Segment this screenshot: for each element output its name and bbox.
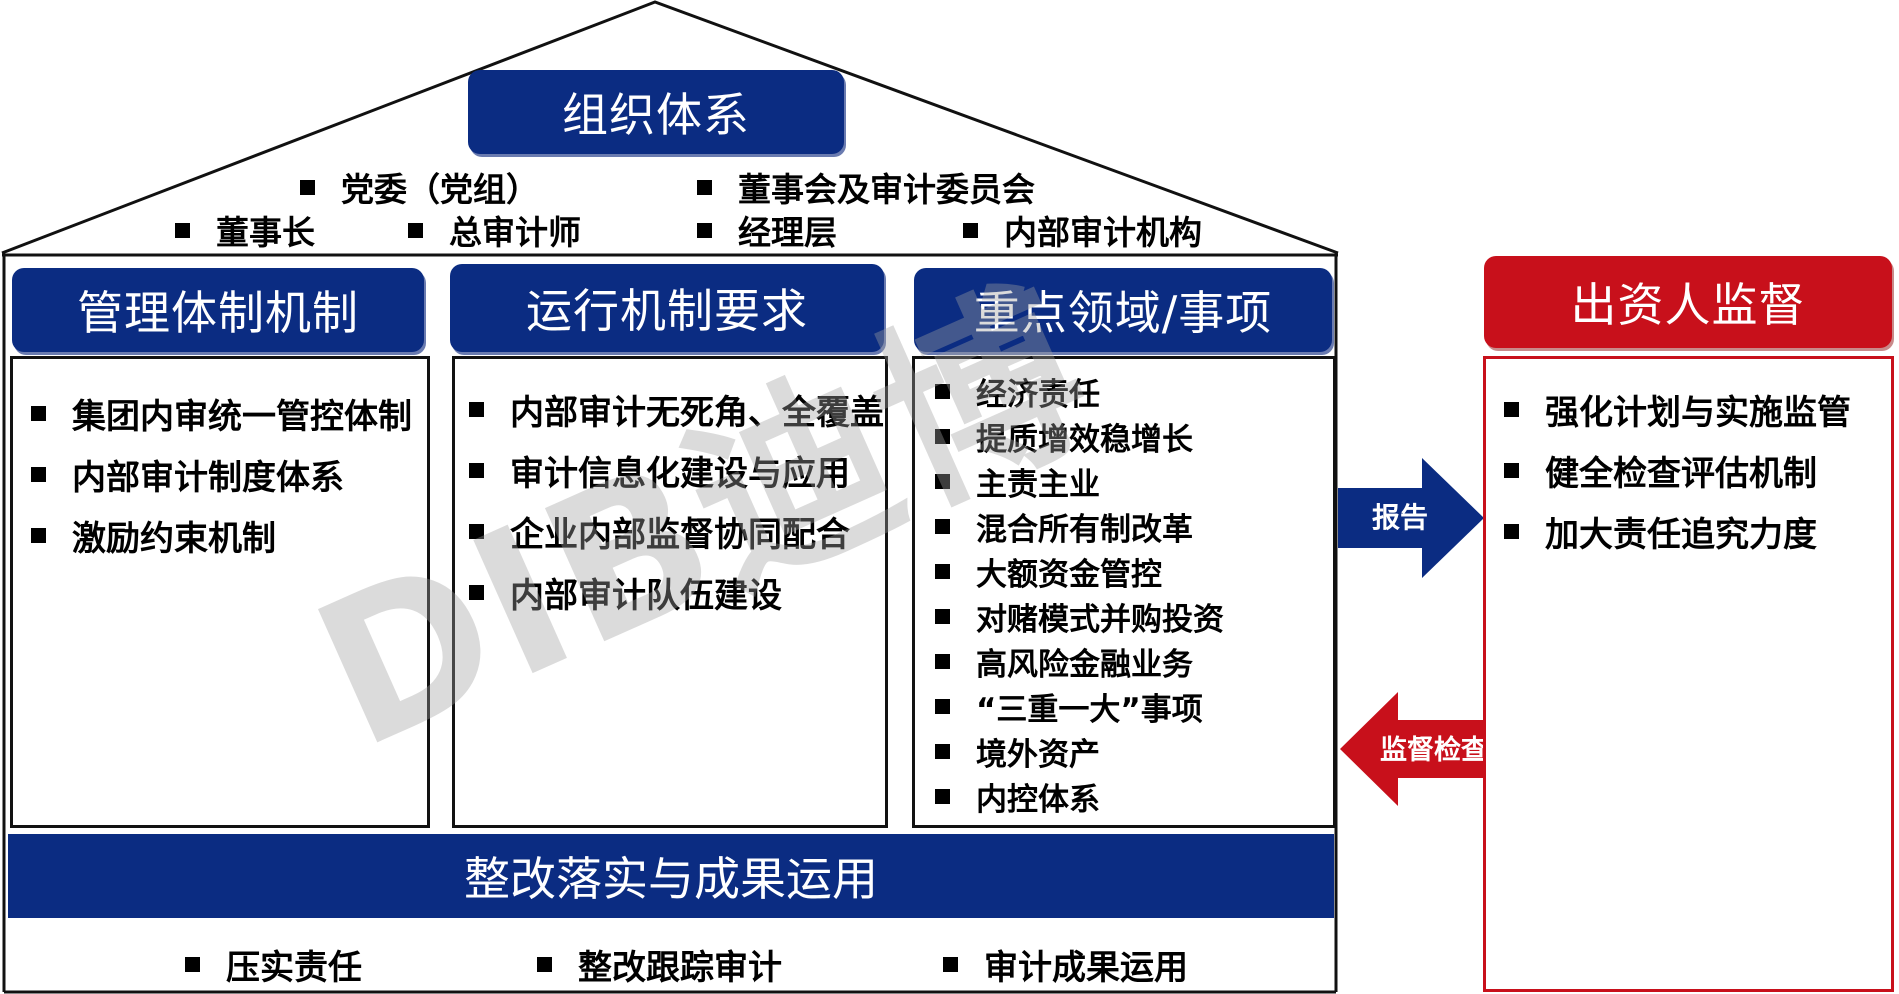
list-item: 内部审计无死角、全覆盖: [469, 379, 885, 440]
bullet-square-icon: [935, 429, 950, 444]
bullet-square-icon: [1504, 463, 1519, 478]
list-item: “三重一大”事项: [935, 684, 1333, 729]
list-item: 内控体系: [935, 774, 1333, 819]
pillar-key-areas-title: 重点领域/事项: [914, 268, 1332, 352]
supervise-label: 监督检查: [1380, 735, 1488, 766]
bullet-square-icon: [697, 179, 712, 195]
bullet-square-icon: [935, 654, 950, 669]
bullet-square-icon: [300, 179, 315, 195]
list-item: 激励约束机制: [31, 505, 427, 566]
bullet-square-icon: [697, 222, 712, 238]
pillar-key-areas-panel: 经济责任 提质增效稳增长 主责主业 混合所有制改革 大额资金管控 对赌模式并购投…: [912, 356, 1336, 828]
pillar-operation-title: 运行机制要求: [450, 264, 884, 352]
roof-item-party-committee: 党委（党组）: [300, 163, 539, 211]
bullet-square-icon: [31, 528, 46, 543]
investor-panel: 强化计划与实施监管 健全检查评估机制 加大责任追究力度: [1483, 356, 1894, 992]
bullet-square-icon: [963, 222, 978, 238]
roof-item-internal-audit-dept: 内部审计机构: [963, 206, 1202, 254]
bullet-square-icon: [469, 402, 484, 417]
base-item-rectification-audit: 整改跟踪审计: [537, 940, 782, 989]
bullet-square-icon: [935, 744, 950, 759]
bullet-square-icon: [408, 222, 423, 238]
bullet-square-icon: [469, 463, 484, 478]
list-item: 高风险金融业务: [935, 639, 1333, 684]
pillar-operation-panel: 内部审计无死角、全覆盖 审计信息化建设与应用 企业内部监督协同配合 内部审计队伍…: [452, 356, 888, 828]
bullet-square-icon: [31, 406, 46, 421]
list-item: 内部审计队伍建设: [469, 562, 885, 623]
list-item: 主责主业: [935, 459, 1333, 504]
roof-item-chairman: 董事长: [175, 206, 315, 254]
roof-item-chief-auditor: 总审计师: [408, 206, 581, 254]
bullet-square-icon: [935, 609, 950, 624]
bullet-square-icon: [935, 564, 950, 579]
supervise-arrow-icon: [1340, 692, 1484, 806]
list-item: 审计信息化建设与应用: [469, 440, 885, 501]
bullet-square-icon: [935, 789, 950, 804]
list-item: 健全检查评估机制: [1504, 440, 1891, 501]
roof-title: 组织体系: [468, 70, 844, 154]
roof-item-management: 经理层: [697, 206, 837, 254]
bullet-square-icon: [1504, 524, 1519, 539]
bullet-square-icon: [185, 957, 200, 972]
bullet-square-icon: [469, 524, 484, 539]
list-item: 提质增效稳增长: [935, 414, 1333, 459]
pillar-management-panel: 集团内审统一管控体制 内部审计制度体系 激励约束机制: [10, 356, 430, 828]
bullet-square-icon: [469, 585, 484, 600]
report-label: 报告: [1371, 501, 1428, 534]
bullet-square-icon: [175, 222, 190, 238]
report-arrow-icon: [1338, 458, 1484, 578]
list-item: 企业内部监督协同配合: [469, 501, 885, 562]
list-item: 大额资金管控: [935, 549, 1333, 594]
bullet-square-icon: [935, 519, 950, 534]
investor-title: 出资人监督: [1484, 256, 1892, 348]
base-item-responsibility: 压实责任: [185, 940, 362, 989]
bullet-square-icon: [935, 384, 950, 399]
bullet-square-icon: [935, 474, 950, 489]
base-item-results-application: 审计成果运用: [943, 940, 1188, 989]
pillar-management-title: 管理体制机制: [12, 268, 424, 352]
bullet-square-icon: [31, 467, 46, 482]
roof-item-board-audit-committee: 董事会及审计委员会: [697, 163, 1035, 211]
list-item: 境外资产: [935, 729, 1333, 774]
bullet-square-icon: [943, 957, 958, 972]
list-item: 经济责任: [935, 369, 1333, 414]
bullet-square-icon: [537, 957, 552, 972]
list-item: 加大责任追究力度: [1504, 501, 1891, 562]
list-item: 混合所有制改革: [935, 504, 1333, 549]
list-item: 集团内审统一管控体制: [31, 383, 427, 444]
list-item: 对赌模式并购投资: [935, 594, 1333, 639]
list-item: 内部审计制度体系: [31, 444, 427, 505]
base-title: 整改落实与成果运用: [8, 834, 1334, 918]
bullet-square-icon: [935, 699, 950, 714]
list-item: 强化计划与实施监管: [1504, 379, 1891, 440]
bullet-square-icon: [1504, 402, 1519, 417]
